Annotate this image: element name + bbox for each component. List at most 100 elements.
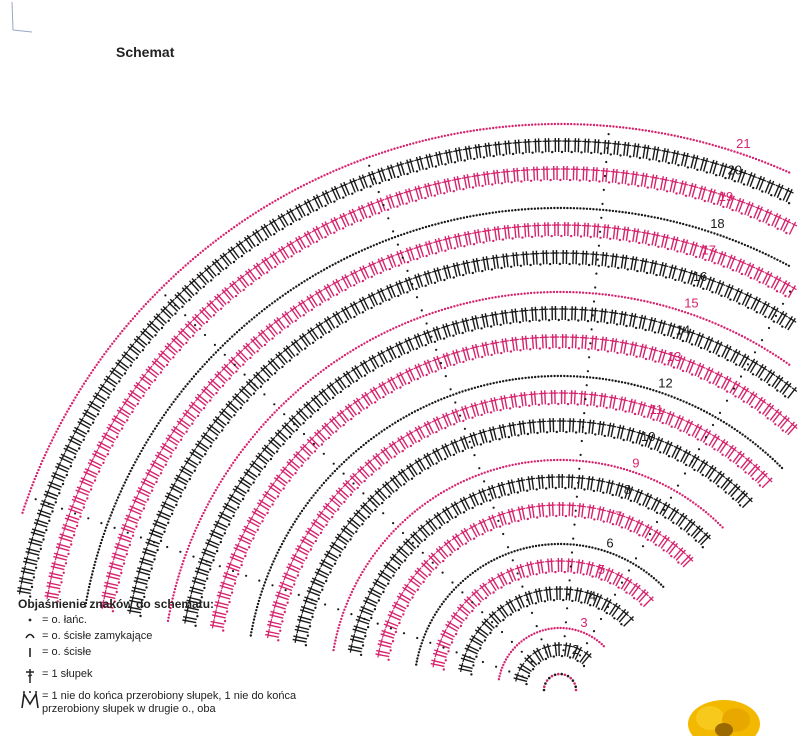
double-crochet-stitch [167, 301, 179, 312]
double-crochet-stitch [16, 590, 31, 595]
chain-stitch [438, 526, 441, 529]
double-crochet-stitch-bar [147, 468, 152, 474]
chain-stitch [351, 192, 354, 195]
chain-stitch [172, 594, 175, 597]
chain-stitch [352, 348, 355, 352]
double-crochet-stitch-bar [131, 594, 135, 601]
double-crochet-stitch [299, 334, 309, 348]
double-crochet-stitch-bar [653, 176, 660, 180]
chain-stitch [406, 351, 410, 354]
chain-stitch [658, 303, 662, 306]
chain-stitch [396, 205, 399, 208]
double-crochet-stitch [197, 560, 212, 567]
chain-stitch [239, 406, 242, 410]
chain-stitch [116, 435, 119, 439]
chain-stitch [590, 151, 593, 155]
chain-stitch [443, 307, 447, 311]
chain-stitch [194, 372, 198, 376]
chain-stitch [249, 356, 252, 360]
double-crochet-stitch-bar [462, 406, 469, 410]
chain-stitch [535, 573, 538, 576]
double-crochet-stitch [470, 635, 484, 644]
chain-stitch [381, 501, 384, 505]
double-crochet-stitch [286, 209, 295, 223]
double-crochet-stitch-bar [171, 482, 176, 489]
double-crochet-stitch [694, 332, 701, 346]
chain-stitch [638, 156, 642, 160]
chain-stitch [420, 642, 423, 645]
double-crochet-stitch-bar [404, 583, 410, 589]
double-crochet-stitch [631, 399, 637, 414]
chain-stitch [387, 658, 390, 661]
double-crochet-stitch-bar [292, 305, 298, 311]
double-crochet-stitch [390, 253, 397, 267]
double-crochet-stitch [630, 256, 635, 271]
chain-stitch [520, 461, 524, 465]
double-crochet-stitch-bar [670, 324, 677, 328]
chain-stitch [521, 377, 524, 380]
chain-stitch [703, 229, 707, 232]
double-crochet-stitch-bar [239, 274, 245, 280]
double-crochet-stitch-bar [791, 222, 798, 227]
chain-stitch [219, 346, 222, 350]
double-crochet-stitch [353, 512, 365, 523]
double-crochet-stitch [63, 447, 77, 456]
chain-stitch [770, 255, 773, 259]
double-crochet-stitch [286, 461, 299, 472]
double-crochet-stitch-bar [417, 157, 424, 161]
double-crochet-stitch-bar [84, 408, 89, 415]
double-crochet-stitch [106, 571, 121, 577]
double-crochet-stitch [587, 504, 591, 519]
chain-stitch [350, 454, 353, 457]
chain-stitch [381, 542, 385, 545]
chain-stitch [470, 446, 473, 449]
chain-stitch [311, 376, 315, 379]
double-crochet-stitch [574, 306, 577, 321]
chain-stitch [722, 265, 725, 268]
double-crochet-stitch [672, 178, 678, 193]
chain-stitch [173, 587, 177, 591]
double-crochet-stitch [315, 194, 324, 208]
double-crochet-stitch [665, 441, 673, 456]
chain-stitch [284, 400, 288, 403]
double-crochet-stitch-bar [425, 453, 432, 458]
chain-stitch [368, 215, 372, 218]
chain-stitch [434, 400, 437, 403]
double-crochet-stitch [738, 353, 747, 367]
double-crochet-stitch [271, 218, 281, 232]
double-crochet-stitch [679, 238, 685, 253]
double-crochet-stitch-bar [380, 569, 385, 576]
chain-stitch [263, 465, 267, 468]
chain-stitch [203, 509, 207, 512]
double-crochet-stitch-bar [302, 535, 307, 542]
chain-stitch [366, 562, 369, 566]
double-crochet-stitch [595, 594, 603, 608]
double-crochet-stitch [176, 420, 189, 430]
chain-stitch [711, 414, 714, 417]
double-crochet-stitch-bar [425, 184, 432, 188]
double-crochet-stitch-bar [535, 648, 542, 653]
double-crochet-stitch [345, 370, 355, 383]
chain-stitch [666, 218, 669, 222]
double-crochet-stitch [503, 395, 508, 410]
chain-stitch [686, 497, 690, 500]
chain-stitch [594, 433, 597, 436]
chain-stitch [480, 413, 483, 417]
chain-stitch [199, 517, 202, 521]
chain-stitch [498, 496, 501, 499]
chain-stitch [315, 240, 319, 243]
double-crochet-stitch [524, 591, 531, 606]
chain-stitch [764, 315, 767, 318]
double-crochet-stitch [737, 385, 747, 399]
double-crochet-stitch-bar [520, 422, 527, 425]
chain-stitch [585, 632, 588, 636]
chain-stitch [450, 219, 453, 222]
chain-stitch [508, 582, 512, 585]
chain-stitch [406, 231, 409, 234]
double-crochet-stitch [622, 311, 627, 326]
chain-stitch [383, 539, 387, 542]
chain-stitch [294, 391, 297, 394]
double-crochet-stitch [306, 198, 315, 212]
chain-stitch [564, 486, 567, 490]
chain-stitch [198, 605, 201, 608]
